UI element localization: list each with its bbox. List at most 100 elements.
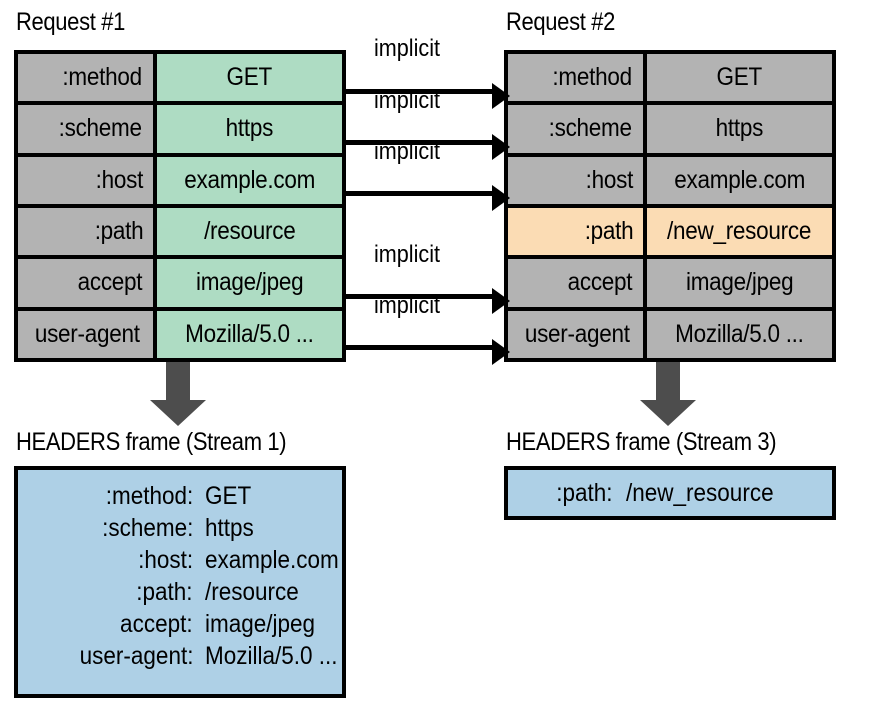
header-name-text: :scheme	[58, 114, 142, 143]
frame-header-value: image/jpeg	[205, 610, 316, 638]
header-value-cell: image/jpeg	[157, 259, 342, 307]
header-name-text: accept	[77, 268, 143, 297]
table-row-changed: :path /new_resource	[508, 207, 832, 260]
frame-header-value: GET	[205, 482, 252, 510]
frame-header-value: /new_resource	[626, 479, 774, 507]
frame-header-value: Mozilla/5.0 ...	[205, 642, 338, 670]
implicit-label-text: implicit	[374, 138, 441, 165]
header-name-cell: :scheme	[18, 105, 157, 153]
implicit-arrow-label: implicit	[374, 36, 447, 62]
frame-header-line: accept: image/jpeg	[18, 608, 342, 640]
header-value-text: /resource	[203, 217, 296, 246]
frame-header-line: :path: /resource	[18, 576, 342, 608]
header-value-cell: /new_resource	[647, 207, 832, 256]
implicit-arrow-icon	[346, 134, 510, 160]
header-value-cell: Mozilla/5.0 ...	[157, 310, 342, 358]
header-value-text: /new_resource	[667, 217, 812, 246]
header-value-text: GET	[716, 63, 763, 92]
request-2-header-table: :method GET :scheme https :host example.…	[504, 50, 836, 362]
header-name-cell: :path	[508, 207, 647, 256]
frame-header-line: :scheme: https	[18, 512, 342, 544]
headers-frame-1-title: HEADERS frame (Stream 1)	[16, 428, 287, 456]
header-value-text: https	[715, 114, 764, 143]
table-row: user-agent Mozilla/5.0 ...	[18, 310, 342, 358]
header-name-text: :path	[584, 217, 634, 246]
header-name-text: :host	[585, 165, 634, 194]
implicit-label-text: implicit	[374, 87, 441, 114]
table-row: :scheme https	[18, 105, 342, 157]
implicit-arrow-icon	[346, 288, 510, 314]
implicit-arrow-label: implicit	[374, 88, 447, 114]
frame-header-value: example.com	[205, 546, 339, 574]
headers-frame-1-box: :method: GET :scheme: https :host: examp…	[14, 466, 346, 698]
header-name-cell: :host	[18, 156, 157, 204]
header-value-cell: image/jpeg	[647, 259, 832, 307]
header-name-text: :host	[95, 165, 144, 194]
header-name-cell: accept	[508, 259, 647, 307]
implicit-arrow-icon	[346, 339, 510, 365]
frame-header-line: user-agent: Mozilla/5.0 ...	[18, 640, 342, 672]
table-row: :method GET	[508, 54, 832, 106]
table-row: :scheme https	[508, 105, 832, 157]
header-value-cell: https	[157, 105, 342, 153]
arrow-head	[150, 400, 206, 426]
implicit-arrow-label: implicit	[374, 293, 447, 319]
header-name-cell: accept	[18, 259, 157, 307]
header-name-text: :method	[552, 63, 632, 92]
table-row: user-agent Mozilla/5.0 ...	[508, 310, 832, 358]
table-row: :host example.com	[508, 156, 832, 208]
header-name-text: user-agent	[35, 319, 141, 348]
header-name-cell: :host	[508, 156, 647, 204]
down-arrow-icon	[142, 362, 214, 426]
header-value-text: example.com	[184, 165, 315, 194]
header-name-text: :method	[62, 63, 142, 92]
frame-header-name: user-agent:	[79, 642, 193, 670]
header-name-text: :path	[94, 217, 144, 246]
implicit-arrow-label: implicit	[374, 139, 447, 165]
header-value-text: GET	[226, 63, 273, 92]
frame-header-value: /resource	[205, 578, 299, 606]
frame-header-line: :host: example.com	[18, 544, 342, 576]
header-name-cell: :path	[18, 207, 157, 256]
headers-frame-2-box: :path: /new_resource	[504, 466, 836, 520]
header-name-cell: user-agent	[508, 310, 647, 358]
implicit-arrow-icon	[346, 83, 510, 109]
header-value-cell: https	[647, 105, 832, 153]
frame-header-name: :path:	[136, 578, 193, 606]
header-name-text: accept	[567, 268, 633, 297]
frame-header-value: https	[205, 514, 254, 542]
table-row: accept image/jpeg	[508, 259, 832, 311]
frame-header-name: accept:	[120, 610, 193, 638]
table-row: :method GET	[18, 54, 342, 106]
header-value-cell: /resource	[157, 207, 342, 256]
header-value-text: Mozilla/5.0 ...	[185, 319, 314, 348]
header-name-cell: :scheme	[508, 105, 647, 153]
header-name-text: :scheme	[548, 114, 632, 143]
arrow-shaft	[166, 362, 190, 402]
header-name-cell: :method	[508, 54, 647, 102]
headers-frame-2-title: HEADERS frame (Stream 3)	[506, 428, 777, 456]
frame-header-line: :method: GET	[18, 480, 342, 512]
header-value-cell: GET	[647, 54, 832, 102]
implicit-arrow-icon	[346, 185, 510, 211]
header-value-cell: example.com	[647, 156, 832, 204]
request-2-title: Request #2	[506, 8, 616, 36]
header-value-cell: example.com	[157, 156, 342, 204]
frame-header-name: :host:	[137, 546, 193, 574]
request-1-header-table: :method GET :scheme https :host example.…	[14, 50, 346, 362]
implicit-label-text: implicit	[374, 241, 441, 268]
table-row: :host example.com	[18, 156, 342, 208]
header-value-text: image/jpeg	[195, 268, 304, 297]
implicit-label-text: implicit	[374, 35, 441, 62]
implicit-arrow-label: implicit	[374, 242, 447, 268]
down-arrow-icon	[632, 362, 704, 426]
header-value-cell: GET	[157, 54, 342, 102]
header-value-cell: Mozilla/5.0 ...	[647, 310, 832, 358]
header-name-cell: user-agent	[18, 310, 157, 358]
frame-header-name: :method:	[105, 482, 193, 510]
frame-header-name: :path:	[555, 479, 613, 507]
table-row: :path /resource	[18, 207, 342, 260]
header-name-cell: :method	[18, 54, 157, 102]
arrow-shaft	[656, 362, 680, 402]
implicit-label-text: implicit	[374, 292, 441, 319]
